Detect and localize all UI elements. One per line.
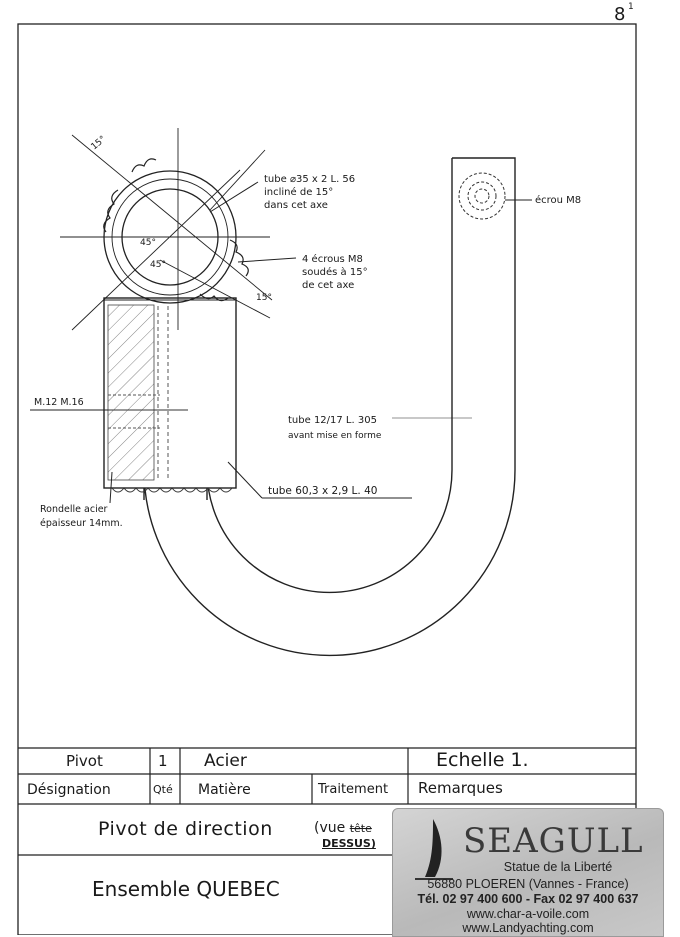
view-note: (vue tête xyxy=(314,820,372,836)
tube-35-line-2: incliné de 15° xyxy=(264,186,333,198)
tube-12-17-line-1: tube 12/17 L. 305 xyxy=(288,415,377,426)
row1-remarques: Echelle 1. xyxy=(436,749,529,771)
leader-rondelle xyxy=(109,471,113,504)
ecrous-line-1: 4 écrous M8 xyxy=(302,253,363,265)
ecrou-m8-dashed xyxy=(458,172,506,220)
tube-35-line-1: tube ⌀35 x 2 L. 56 xyxy=(264,174,355,185)
rondelle-line-2: épaisseur 14mm. xyxy=(40,518,123,529)
page-number: 8 xyxy=(614,4,625,25)
leader-4-ecrous xyxy=(237,257,297,263)
label-rondelle: Rondelle acier épaisseur 14mm. xyxy=(40,504,123,529)
label-ecrou-m8: écrou M8 xyxy=(535,194,581,206)
label-angle-45-b: 45° xyxy=(150,260,166,270)
title-block-grid xyxy=(18,747,636,856)
label-tube-60: tube 60,3 x 2,9 L. 40 xyxy=(268,485,377,497)
rondelle-line-1: Rondelle acier xyxy=(40,504,108,515)
view-note-2: DESSUS) xyxy=(322,837,376,850)
row2-traitement: Traitement xyxy=(318,782,389,797)
pivot-body xyxy=(103,297,237,493)
row1-designation: Pivot xyxy=(66,752,103,770)
row2-remarques: Remarques xyxy=(418,779,503,797)
card-brand: SEAGULL xyxy=(463,821,644,861)
label-angle-15-right: 15° xyxy=(256,293,272,303)
row2-designation: Désignation xyxy=(27,782,111,798)
view-note-struck: tête xyxy=(349,822,372,835)
card-line-3: Tél. 02 97 400 600 - Fax 02 97 400 637 xyxy=(417,892,639,906)
card-line-5: www.Landyachting.com xyxy=(462,921,594,935)
row2-qte: Qté xyxy=(153,783,173,796)
seagull-card: SEAGULL Statue de la Liberté 56880 PLOER… xyxy=(392,808,664,937)
card-line-4: www.char-a-voile.com xyxy=(466,907,590,921)
label-angle-15-top: 15° xyxy=(90,134,109,152)
drawing-frame xyxy=(17,23,637,935)
view-note-1: (vue xyxy=(314,820,346,836)
ecrous-line-2: soudés à 15° xyxy=(302,266,368,278)
row2-matiere: Matière xyxy=(198,782,251,798)
row1-qte: 1 xyxy=(158,752,168,770)
card-line-2: 56880 PLOEREN (Vannes - France) xyxy=(427,877,629,891)
leader-tube-60 xyxy=(227,461,263,499)
label-tube-35: tube ⌀35 x 2 L. 56 incliné de 15° dans c… xyxy=(264,174,358,211)
row1-matiere: Acier xyxy=(204,751,247,771)
assembly-name: Ensemble QUEBEC xyxy=(92,877,280,901)
page-number-sup: 1 xyxy=(628,2,634,12)
leader-tube-35 xyxy=(209,181,259,213)
label-angle-45-a: 45° xyxy=(140,238,156,248)
tube-35-top-view xyxy=(60,128,273,331)
label-4-ecrous: 4 écrous M8 soudés à 15° de cet axe xyxy=(302,253,371,291)
label-m12-m16: M.12 M.16 xyxy=(34,397,84,408)
tube-12-17-line-2: avant mise en forme xyxy=(288,431,382,441)
label-tube-12-17: tube 12/17 L. 305 avant mise en forme xyxy=(288,415,382,441)
drawing-title: Pivot de direction xyxy=(98,818,273,840)
u-tube xyxy=(143,157,516,657)
tube-35-line-3: dans cet axe xyxy=(264,200,328,211)
ecrous-line-3: de cet axe xyxy=(302,280,354,291)
card-line-1: Statue de la Liberté xyxy=(503,860,613,874)
sail-logo-icon xyxy=(415,819,453,880)
